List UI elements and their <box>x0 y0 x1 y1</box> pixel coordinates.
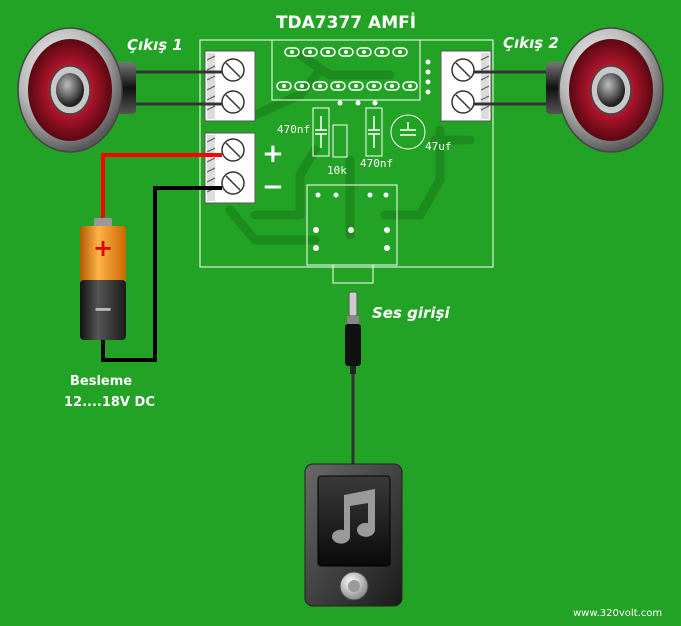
jack-notch <box>332 264 374 284</box>
speaker-icon <box>546 27 664 153</box>
resistor-10k <box>332 124 348 158</box>
battery-minus-sign: − <box>93 295 113 323</box>
audio-jack-icon <box>345 291 361 374</box>
speaker-icon <box>17 27 136 153</box>
resistor-label: 10k <box>327 164 347 177</box>
cap-left-label: 470nf <box>277 123 310 136</box>
capacitor-47uf <box>390 114 426 150</box>
screw-terminal-power <box>204 132 256 204</box>
media-player-icon <box>304 463 403 607</box>
capacitor-470nf-right <box>365 107 383 157</box>
ic-pads <box>276 47 418 91</box>
cap-left-symbol <box>315 116 327 148</box>
cap-47uf-label: 47uf <box>425 140 452 153</box>
cap-right-label: 470nf <box>360 157 393 170</box>
screw-terminal-output-right <box>440 50 492 122</box>
battery-icon: + − <box>80 218 126 340</box>
battery-plus-sign: + <box>93 234 113 262</box>
screw-terminal-output-left <box>204 50 256 122</box>
power-wire-red <box>101 153 222 225</box>
terminal-minus-sign: − <box>262 172 284 202</box>
pcb-vias <box>282 50 431 251</box>
power-voltage-label: 12....18V DC <box>64 395 155 410</box>
capacitor-470nf-left <box>312 107 330 157</box>
diagram-title: TDA7377 AMFİ <box>276 11 416 33</box>
output-right-label: Çıkış 2 <box>503 34 559 52</box>
cap-right-symbol <box>368 116 380 148</box>
pcb-traces <box>225 50 475 245</box>
power-label: Besleme <box>70 374 132 389</box>
watermark: www.320volt.com <box>573 608 662 619</box>
music-note-icon <box>332 489 375 544</box>
terminal-plus-sign: + <box>262 139 284 169</box>
input-label: Ses girişi <box>372 304 450 322</box>
output-left-label: Çıkış 1 <box>127 36 183 54</box>
power-wire-black <box>101 186 222 362</box>
ic-footprint <box>271 39 421 101</box>
cap-47uf-symbol <box>400 122 416 136</box>
